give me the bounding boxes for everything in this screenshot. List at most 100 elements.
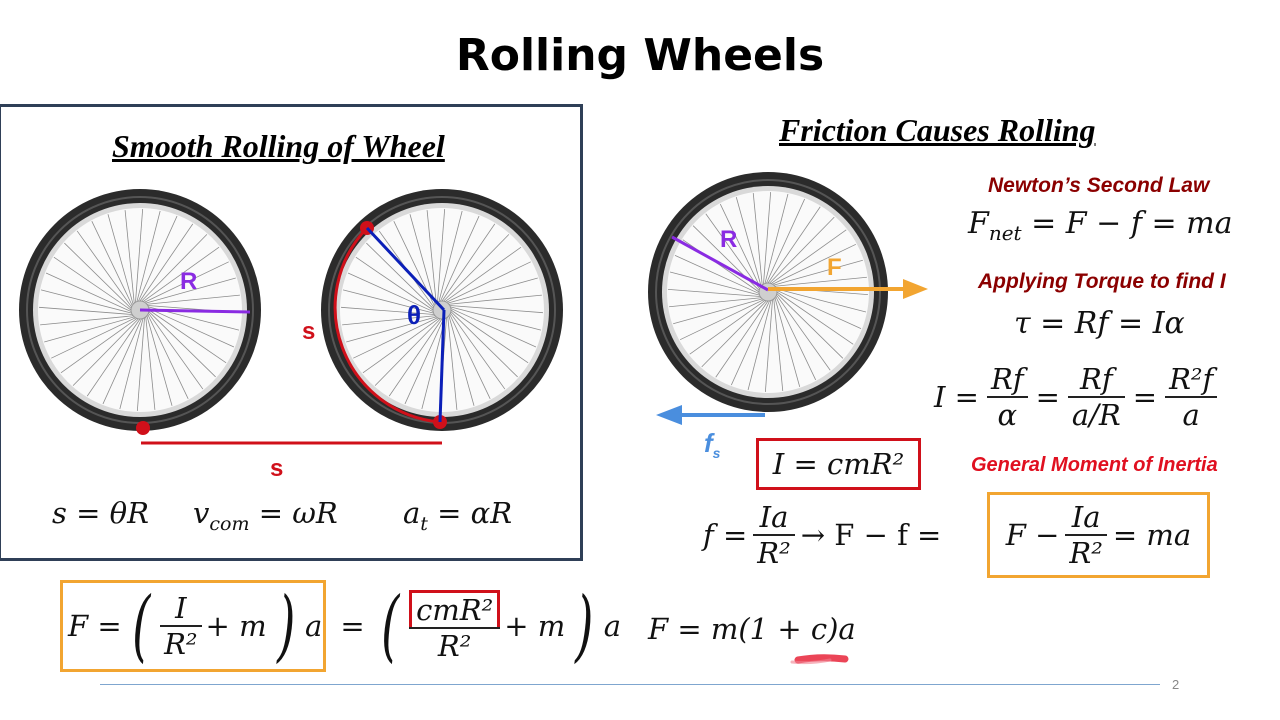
footer-divider (100, 684, 1160, 685)
wheel-right-spoke (770, 229, 847, 284)
wheel-middle-spoke (447, 277, 538, 304)
radius-line-right (671, 235, 769, 292)
force-frac-1-num: I (175, 591, 187, 625)
wheel-middle-spoke (362, 318, 440, 374)
wheel-right-spoke (776, 288, 867, 313)
wheel-middle-spoke (437, 209, 446, 303)
wheel-middle-spoke (404, 318, 444, 405)
eq-v-sub: com (209, 512, 250, 535)
wheel-left-spoke (136, 317, 145, 411)
wheel-right-spoke (679, 299, 764, 341)
boxed-F: F − (1005, 518, 1060, 552)
wheel-right-spoke (669, 297, 762, 308)
theta-radius-2 (438, 309, 446, 423)
wheel-left-spoke (148, 312, 204, 390)
inertia-frac-1-num: Rf (990, 362, 1024, 396)
force-eq-lhs: F = (68, 609, 122, 643)
wheel-left-spoke (86, 318, 141, 397)
wheel-left-spoke (51, 317, 136, 359)
newton-lhs-main: F (968, 206, 989, 241)
fs-main: f (704, 428, 713, 458)
force-plus-m-1: + m (205, 609, 267, 643)
force-a-1: a (305, 609, 323, 643)
wheel-middle-spoke (346, 316, 437, 343)
fs-sub: s (712, 445, 721, 462)
f-frac-den: R² (753, 534, 795, 570)
general-inertia-box: I = cmR² (756, 438, 921, 490)
wheel-middle-spoke (426, 210, 437, 304)
force-frac-2-num: cmR² (409, 589, 501, 627)
force-a-2: a (603, 609, 622, 643)
wheel-middle-spoke (444, 246, 522, 302)
wheel-right-spoke (774, 276, 867, 287)
inertia-frac-3: R²f a (1165, 362, 1218, 432)
page-number: 2 (1172, 677, 1180, 692)
wheel-right-spoke (719, 203, 761, 288)
wheel-left-spoke (44, 316, 135, 343)
wheel-right-spoke (705, 213, 760, 290)
inertia-eq-3: = (1132, 380, 1158, 414)
wheel-middle-spoke (374, 318, 441, 386)
wheel-left-spoke (141, 234, 208, 302)
left-paren-1: ( (131, 581, 150, 671)
wheel-middle-spoke (448, 315, 475, 406)
wheel-right-spoke (776, 293, 844, 359)
wheel-right-spoke (689, 300, 766, 355)
newton-lhs-sub: net (988, 221, 1022, 245)
wheel-left-spoke (102, 318, 142, 405)
wheel-middle-spoke (347, 272, 434, 312)
wheel-right-spoke (776, 291, 854, 345)
right-paren-2: ) (575, 581, 594, 671)
eq-a-t: at = αR (403, 496, 512, 535)
arc-length-path (333, 226, 441, 424)
wheel-middle-spoke (450, 311, 518, 378)
right-paren-1: ) (276, 581, 295, 671)
force-arrow-head (903, 279, 928, 299)
wheel-middle-spoke (443, 234, 510, 302)
boxed-frac-den: R² (1065, 534, 1107, 570)
wheel-left-spoke (148, 308, 235, 348)
torque-equation: τ = Rf = Iα (1014, 306, 1185, 341)
wheel-left-spoke (138, 215, 178, 302)
force-frac-1-den: R² (160, 625, 202, 661)
wheel-middle-spoke (449, 314, 491, 399)
wheel-left-spoke (135, 209, 144, 303)
smooth-rolling-panel (0, 104, 583, 561)
wheel-right-spoke (701, 300, 767, 368)
wheel-right-spoke (769, 216, 835, 284)
wheel-left-spoke (139, 223, 194, 302)
wheel-left-spoke (148, 309, 227, 364)
inertia-frac-2-num: Rf (1080, 362, 1113, 396)
torque-label: Applying Torque to find I (978, 270, 1226, 293)
wheel-right-spoke (764, 193, 789, 284)
wheel-right-spoke (767, 206, 821, 284)
wheel-right-spoke (775, 296, 817, 381)
inertia-frac-1: Rf α (986, 362, 1028, 432)
net-force-box: F − Ia R² = ma (987, 492, 1210, 578)
static-friction-label: fs (704, 428, 720, 461)
wheel-right-spoke (669, 271, 760, 296)
theta-radius-1 (365, 226, 446, 312)
wheel-middle-spoke (447, 316, 458, 410)
force-frac-2: cmR² R² (409, 589, 501, 663)
wheel-right-tread (655, 179, 881, 405)
radius-label-right: R (720, 226, 738, 253)
force-plus-m-2: + m (504, 609, 566, 643)
left-paren-2: ( (380, 581, 399, 671)
wheel-middle-spoke (450, 308, 537, 348)
friction-rolling-heading: Friction Causes Rolling (779, 112, 1096, 148)
f-arrow: → F − f = (800, 518, 942, 552)
wheel-middle-spoke (355, 256, 434, 311)
wheel-middle-spoke (438, 210, 463, 302)
wheel-middle-spoke (449, 305, 543, 314)
boxed-frac-num: Ia (1071, 500, 1101, 534)
wheel-left-spoke (60, 318, 138, 374)
wheel-middle-spoke (441, 223, 496, 302)
force-frac-1: I R² (160, 591, 202, 661)
wheel-left-spoke (146, 294, 240, 305)
wheel-left-spoke (107, 214, 134, 305)
wheel-right-spoke (763, 192, 772, 285)
inertia-frac-3-num: R²f (1169, 362, 1214, 396)
slide-title: Rolling Wheels (455, 30, 825, 81)
wheel-right-spoke (773, 259, 863, 286)
